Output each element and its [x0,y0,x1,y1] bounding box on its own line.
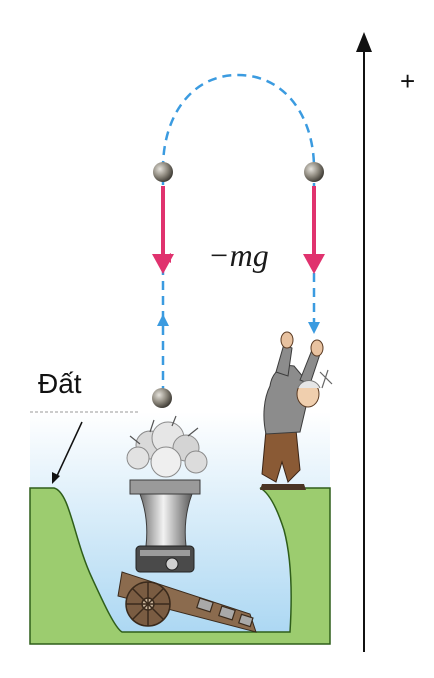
ground-label: Đất [38,368,82,399]
ground-leader-arrowhead [52,472,60,484]
trajectory-downward-arrow [308,322,320,334]
cannon-icon [117,479,257,633]
ball-icon [152,388,172,408]
positive-direction-label: + [400,66,415,96]
ground-leader-line [55,421,83,479]
trajectory-upward-arrow [157,314,169,326]
ground [29,487,331,645]
person-catching-icon [260,331,333,490]
force-label: −mg [208,237,269,273]
gravity-arrow-right-head [303,254,325,274]
ball-icon [304,162,324,182]
ball-icon [153,162,173,182]
vertical-axis-arrowhead [356,32,372,52]
smoke-icon [126,415,208,478]
projectile-trajectory [161,73,316,395]
gravity-arrow-left-head [152,254,174,274]
